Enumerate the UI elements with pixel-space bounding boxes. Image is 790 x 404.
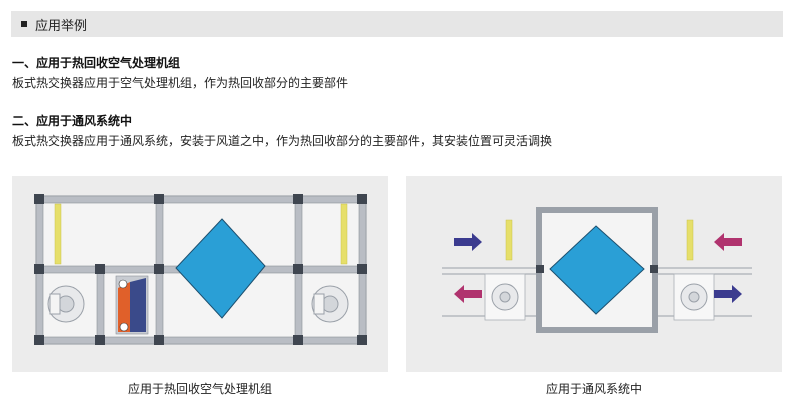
figure-air-handling-unit: [12, 176, 388, 372]
heat-exchanger-diamond-2: [549, 225, 645, 315]
figure-1-caption: 应用于热回收空气处理机组: [127, 382, 272, 396]
section-2-heading: 二、应用于通风系统中: [12, 114, 133, 128]
arrow-right-navy-icon-2: [714, 285, 742, 303]
fan-left: [47, 285, 85, 323]
filter-right-2: [686, 219, 694, 261]
frame-beam-bottom: [35, 336, 367, 345]
fan-right: [311, 285, 349, 323]
ahu-diagram: [34, 194, 367, 345]
figure-ventilation-system: [406, 176, 782, 372]
arrow-left-magenta-icon-2: [714, 233, 742, 251]
section-1-body: 板式热交换器应用于空气处理机组，作为热回收部分的主要部件: [12, 76, 349, 90]
bullet-square-icon: [21, 21, 27, 27]
section-title: 应用举例: [35, 18, 88, 34]
section-2-body: 板式热交换器应用于通风系统，安装于风道之中，作为热回收部分的主要部件，其安装位置…: [12, 134, 553, 148]
figure-2-caption: 应用于通风系统中: [545, 382, 642, 396]
filter-left-2: [505, 219, 513, 261]
heat-exchanger-diamond: [175, 218, 266, 319]
filter-left: [54, 203, 62, 265]
frame-post-3: [96, 265, 105, 345]
ventilation-diagram: [442, 207, 752, 333]
filter-right: [340, 203, 348, 265]
section-header-bar: 应用举例: [11, 11, 783, 37]
arrow-right-navy-icon: [454, 233, 482, 251]
frame-beam-top: [35, 195, 367, 204]
section-1-heading: 一、应用于热回收空气处理机组: [12, 56, 181, 70]
arrow-left-magenta-icon: [454, 285, 482, 303]
